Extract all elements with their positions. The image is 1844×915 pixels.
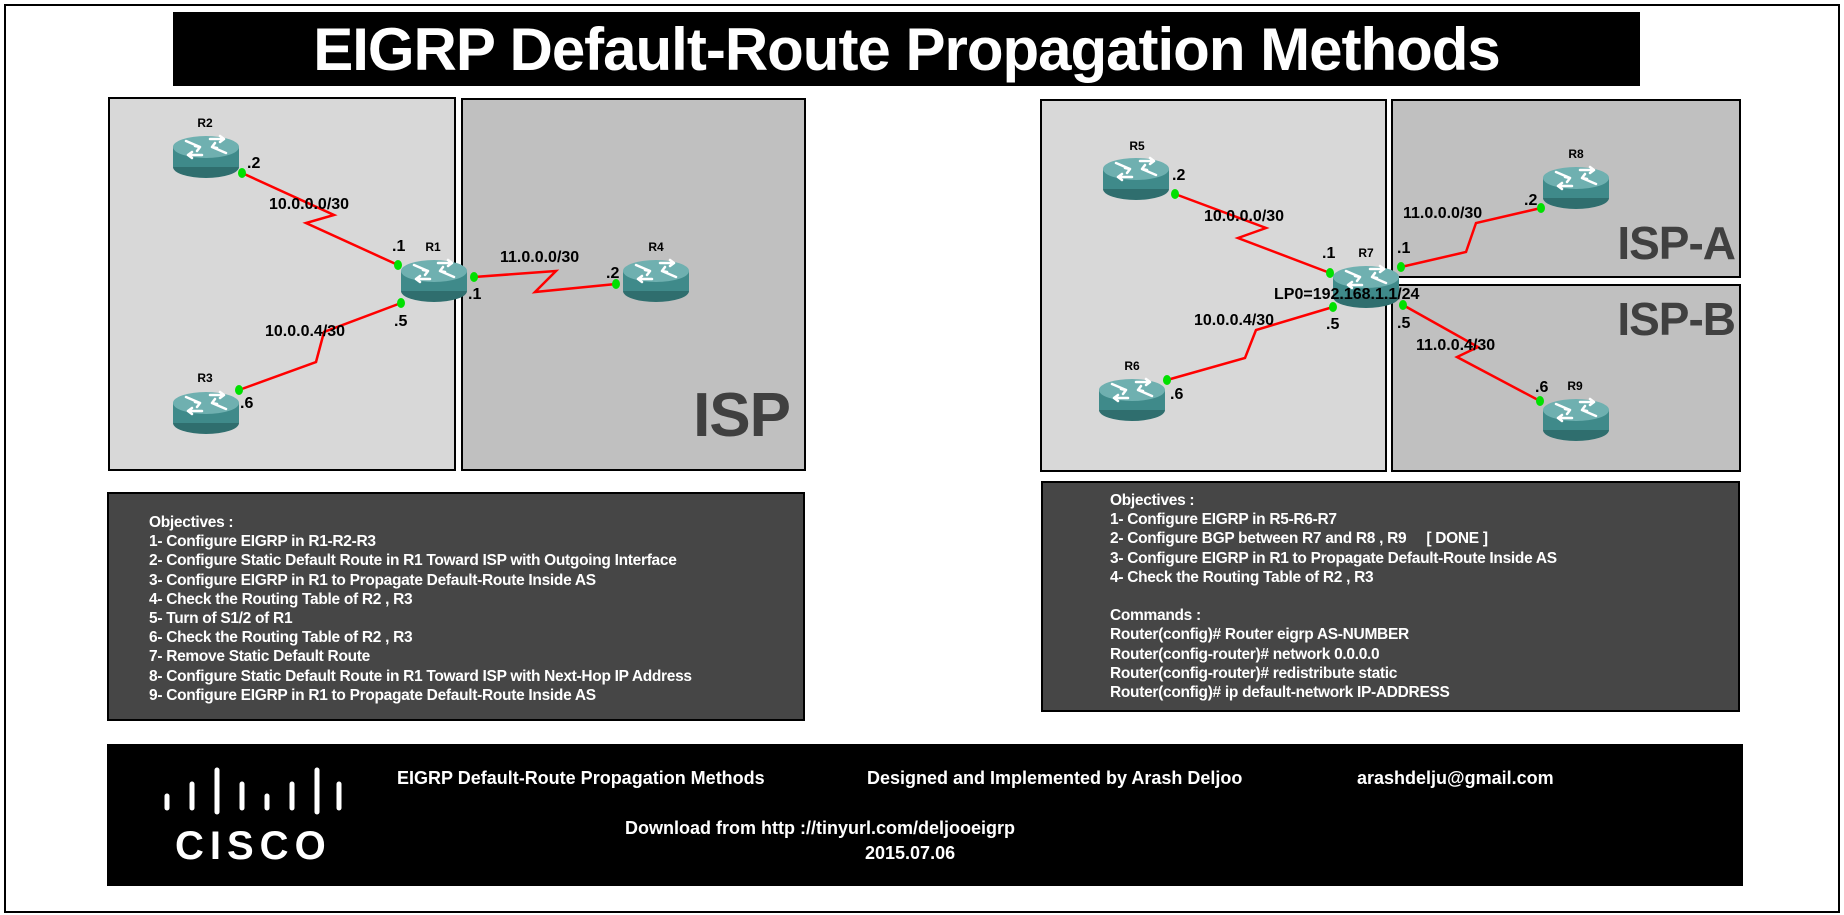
command-item: Router(config-router)# network 0.0.0.0	[1110, 645, 1380, 663]
objective-item: 5- Turn of S1/2 of R1	[149, 609, 293, 627]
port-dot	[1399, 300, 1407, 310]
left-as-zone	[108, 97, 456, 471]
ip-label: .6	[1535, 379, 1548, 396]
ip-label: .6	[1170, 386, 1183, 403]
footer-download-link[interactable]: Download from http ://tinyurl.com/deljoo…	[625, 818, 1015, 838]
router-r5-label: R5	[1129, 139, 1145, 153]
cisco-logo-icon	[164, 767, 342, 815]
loopback-label: LP0=192.168.1.1/24	[1274, 286, 1420, 303]
subnet-label: 10.0.0.0/30	[1204, 208, 1284, 225]
command-item: Router(config)# Router eigrp AS-NUMBER	[1110, 626, 1409, 644]
objective-item: 1- Configure EIGRP in R1-R2-R3	[149, 533, 376, 551]
router-r7-label: R7	[1358, 246, 1374, 260]
port-dot	[1537, 203, 1545, 213]
router-r1-label: R1	[425, 240, 441, 254]
router-r9-label: R9	[1567, 379, 1583, 393]
port-dot	[397, 298, 405, 308]
footer-author: Designed and Implemented by Arash Deljoo	[867, 768, 1243, 788]
link-r1-r4	[473, 269, 617, 294]
subnet-label: 10.0.0.4/30	[265, 323, 345, 340]
page-title: EIGRP Default-Route Propagation Methods	[173, 12, 1640, 86]
command-item: Router(config)# ip default-network IP-AD…	[1110, 683, 1450, 701]
link-r7-r9	[1402, 303, 1541, 403]
router-r1-icon[interactable]	[399, 258, 469, 304]
router-r9-icon[interactable]	[1541, 397, 1611, 443]
router-r2-label: R2	[197, 116, 213, 130]
port-dot	[1397, 262, 1405, 272]
subnet-label: 10.0.0.4/30	[1194, 312, 1274, 329]
router-r8-label: R8	[1568, 147, 1584, 161]
footer-lab-title: EIGRP Default-Route Propagation Methods	[397, 768, 765, 788]
objective-item: 4- Check the Routing Table of R2 , R3	[149, 590, 413, 608]
objective-item: 2- Configure Static Default Route in R1 …	[149, 552, 677, 570]
ip-label: .5	[1397, 315, 1410, 332]
router-r4-label: R4	[648, 240, 664, 254]
ip-label: .2	[1524, 192, 1537, 209]
objective-item: 6- Check the Routing Table of R2 , R3	[149, 629, 413, 647]
objective-item: 3- Configure EIGRP in R1 to Propagate De…	[149, 571, 596, 589]
objective-item: 3- Configure EIGRP in R1 to Propagate De…	[1110, 549, 1557, 567]
isp-zone-label: ISP	[693, 381, 791, 450]
ip-label: .1	[1397, 240, 1410, 257]
router-r4-icon[interactable]	[621, 258, 691, 304]
subnet-label: 11.0.0.0/30	[500, 249, 579, 266]
router-r8-icon[interactable]	[1541, 165, 1611, 211]
link-r5-r7	[1174, 192, 1331, 275]
isp-b-zone: ISP-B	[1391, 284, 1741, 472]
port-dot	[238, 168, 246, 178]
ip-label: .2	[606, 265, 619, 282]
isp-b-label: ISP-B	[1617, 293, 1736, 345]
router-r2-icon[interactable]	[171, 134, 241, 180]
commands-heading: Commands :	[1110, 607, 1201, 625]
left-objectives-box: Objectives : 1- Configure EIGRP in R1-R2…	[107, 492, 805, 721]
objectives-heading: Objectives :	[1110, 492, 1195, 509]
subnet-label: 11.0.0.4/30	[1416, 337, 1495, 354]
subnet-label: 11.0.0.0/30	[1403, 205, 1482, 222]
right-objectives-box: Objectives : 1- Configure EIGRP in R5-R6…	[1041, 481, 1740, 712]
link-r7-r6	[1166, 305, 1334, 382]
ip-label: .1	[1322, 245, 1335, 262]
router-r6-icon[interactable]	[1097, 377, 1167, 423]
canvas-frame	[4, 4, 1840, 913]
objective-item: 4- Check the Routing Table of R2 , R3	[1110, 568, 1374, 586]
command-item: Router(config-router)# redistribute stat…	[1110, 664, 1398, 682]
ip-label: .5	[1326, 316, 1339, 333]
link-r2-r1	[241, 171, 399, 267]
objective-item: 2- Configure BGP between R7 and R8 , R9 …	[1110, 530, 1488, 548]
right-as-zone	[1040, 99, 1387, 472]
ip-label: .5	[394, 313, 407, 330]
spacer	[1110, 587, 1738, 606]
port-dot	[1536, 396, 1544, 406]
cisco-logo-text: CISCO	[175, 824, 332, 868]
objective-item: 8- Configure Static Default Route in R1 …	[149, 667, 692, 685]
port-dot	[612, 279, 620, 289]
port-dot	[394, 260, 402, 270]
port-dot	[1163, 375, 1171, 385]
ip-label: .1	[468, 286, 481, 303]
footer-banner: CISCO EIGRP Default-Route Propagation Me…	[107, 744, 1743, 886]
isp-a-label: ISP-A	[1617, 217, 1736, 269]
link-r7-r8	[1400, 206, 1542, 269]
objectives-heading: Objectives :	[149, 514, 234, 531]
footer-date: 2015.07.06	[865, 843, 956, 863]
subnet-label: 10.0.0.0/30	[269, 196, 349, 213]
ip-label: .2	[247, 155, 260, 172]
router-r6-label: R6	[1124, 359, 1140, 373]
port-dot	[235, 385, 243, 395]
router-r3-icon[interactable]	[171, 390, 241, 436]
router-r3-label: R3	[197, 371, 213, 385]
port-dot	[470, 272, 478, 282]
footer-email[interactable]: arashdelju@gmail.com	[1357, 768, 1554, 788]
objective-item: 7- Remove Static Default Route	[149, 648, 370, 666]
ip-label: .1	[392, 238, 405, 255]
port-dot	[1329, 302, 1337, 312]
router-r5-icon[interactable]	[1101, 156, 1171, 202]
port-dot	[1171, 189, 1179, 199]
port-dot	[1326, 268, 1334, 278]
ip-label: .6	[240, 395, 253, 412]
objective-item: 1- Configure EIGRP in R5-R6-R7	[1110, 511, 1337, 529]
ip-label: .2	[1172, 167, 1185, 184]
link-r1-r3	[238, 301, 402, 392]
objective-item: 9- Configure EIGRP in R1 to Propagate De…	[149, 686, 596, 704]
